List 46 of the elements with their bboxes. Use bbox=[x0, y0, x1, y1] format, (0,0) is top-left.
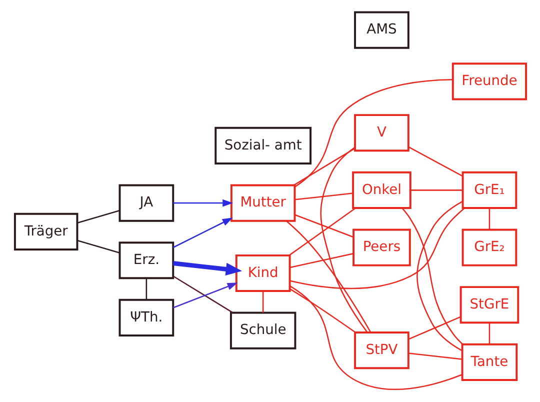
connector bbox=[76, 240, 120, 254]
connector bbox=[262, 291, 264, 313]
node-box: Peers bbox=[352, 228, 410, 266]
connector bbox=[408, 352, 462, 360]
node-box: ΨTh. bbox=[118, 298, 174, 336]
connector bbox=[294, 214, 354, 238]
connector bbox=[172, 276, 233, 314]
connector bbox=[408, 146, 462, 177]
node-box: Onkel bbox=[352, 171, 411, 209]
arrow bbox=[172, 261, 242, 276]
arrow bbox=[172, 282, 238, 308]
arrow bbox=[172, 199, 233, 207]
node-box: AMS bbox=[354, 11, 409, 49]
node-box: Schule bbox=[229, 312, 296, 350]
connector bbox=[289, 208, 464, 290]
connector bbox=[320, 146, 368, 333]
connector bbox=[288, 208, 356, 256]
connector bbox=[410, 190, 462, 191]
connector bbox=[286, 220, 371, 333]
node-box: Kind bbox=[234, 254, 290, 292]
connector bbox=[294, 78, 452, 188]
connector bbox=[289, 285, 462, 390]
node-box: Erz. bbox=[118, 242, 174, 280]
connector bbox=[292, 148, 355, 186]
connector bbox=[288, 288, 356, 334]
connector bbox=[488, 208, 490, 230]
connector bbox=[145, 278, 147, 300]
node-box: GrE₁ bbox=[461, 171, 517, 209]
connector bbox=[408, 316, 460, 340]
connector bbox=[289, 252, 353, 268]
node-box: Freunde bbox=[451, 62, 527, 100]
arrow bbox=[172, 218, 232, 248]
node-box: JA bbox=[118, 184, 174, 222]
connector bbox=[76, 210, 120, 224]
node-box: V bbox=[354, 114, 409, 152]
node-box: Sozial- amt bbox=[214, 126, 312, 164]
node-box: Mutter bbox=[230, 184, 296, 222]
node-box: GrE₂ bbox=[461, 228, 517, 266]
node-box: Träger bbox=[13, 212, 78, 250]
node-box: StPV bbox=[354, 332, 409, 370]
node-box: StGrE bbox=[459, 286, 519, 324]
connector bbox=[416, 200, 463, 352]
connector bbox=[488, 322, 490, 344]
connector bbox=[294, 192, 352, 200]
node-box: Tante bbox=[460, 343, 518, 381]
connector bbox=[401, 208, 463, 345]
